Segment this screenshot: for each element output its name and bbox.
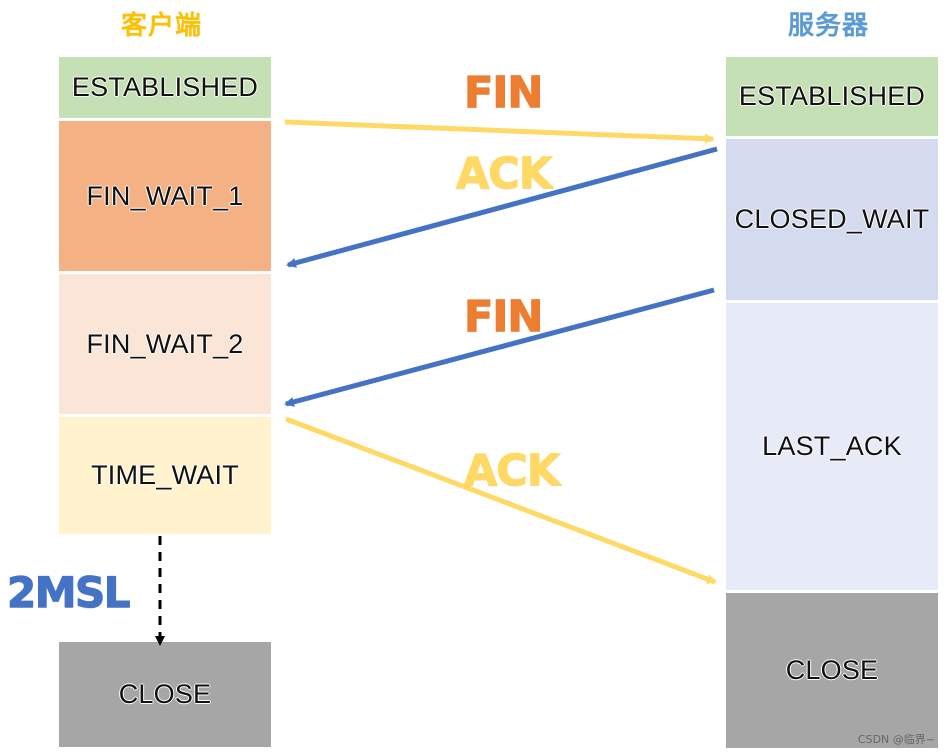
server-state-close-label: CLOSE bbox=[785, 655, 879, 685]
client-state-fin-wait-2-label: FIN_WAIT_2 bbox=[86, 328, 244, 359]
server-state-last-ack: LAST_ACK bbox=[726, 303, 938, 590]
message-label-ack-2: ACK bbox=[463, 446, 560, 496]
server-title: 服务器 bbox=[788, 11, 870, 41]
client-state-fin-wait-1: FIN_WAIT_1 bbox=[59, 121, 271, 271]
client-state-established-label: ESTABLISHED bbox=[71, 72, 259, 102]
server-state-last-ack-label: LAST_ACK bbox=[762, 431, 902, 461]
client-state-close: CLOSE bbox=[59, 642, 271, 747]
message-label-fin-1: FIN bbox=[463, 68, 544, 118]
server-state-close: CLOSE bbox=[726, 593, 938, 748]
client-state-time-wait: TIME_WAIT bbox=[59, 417, 271, 534]
arrow-ack-client-to-server bbox=[285, 416, 717, 585]
client-state-fin-wait-2: FIN_WAIT_2 bbox=[59, 274, 271, 414]
client-state-established: ESTABLISHED bbox=[59, 57, 271, 118]
server-state-closed-wait-label: CLOSED_WAIT bbox=[734, 204, 930, 234]
timer-label-2msl: 2MSL bbox=[6, 568, 131, 617]
client-state-fin-wait-1-label: FIN_WAIT_1 bbox=[86, 180, 244, 211]
client-title: 客户端 bbox=[121, 11, 203, 41]
client-state-close-label: CLOSE bbox=[118, 679, 212, 709]
server-state-closed-wait: CLOSED_WAIT bbox=[726, 139, 938, 300]
server-state-established: ESTABLISHED bbox=[726, 57, 938, 136]
server-state-established-label: ESTABLISHED bbox=[738, 81, 926, 111]
message-label-fin-2: FIN bbox=[463, 292, 544, 342]
client-state-time-wait-label: TIME_WAIT bbox=[91, 460, 239, 490]
message-label-ack-1: ACK bbox=[455, 149, 552, 199]
watermark: CSDN @临界~ bbox=[857, 733, 935, 746]
arrow-fin-client-to-server bbox=[284, 119, 715, 144]
